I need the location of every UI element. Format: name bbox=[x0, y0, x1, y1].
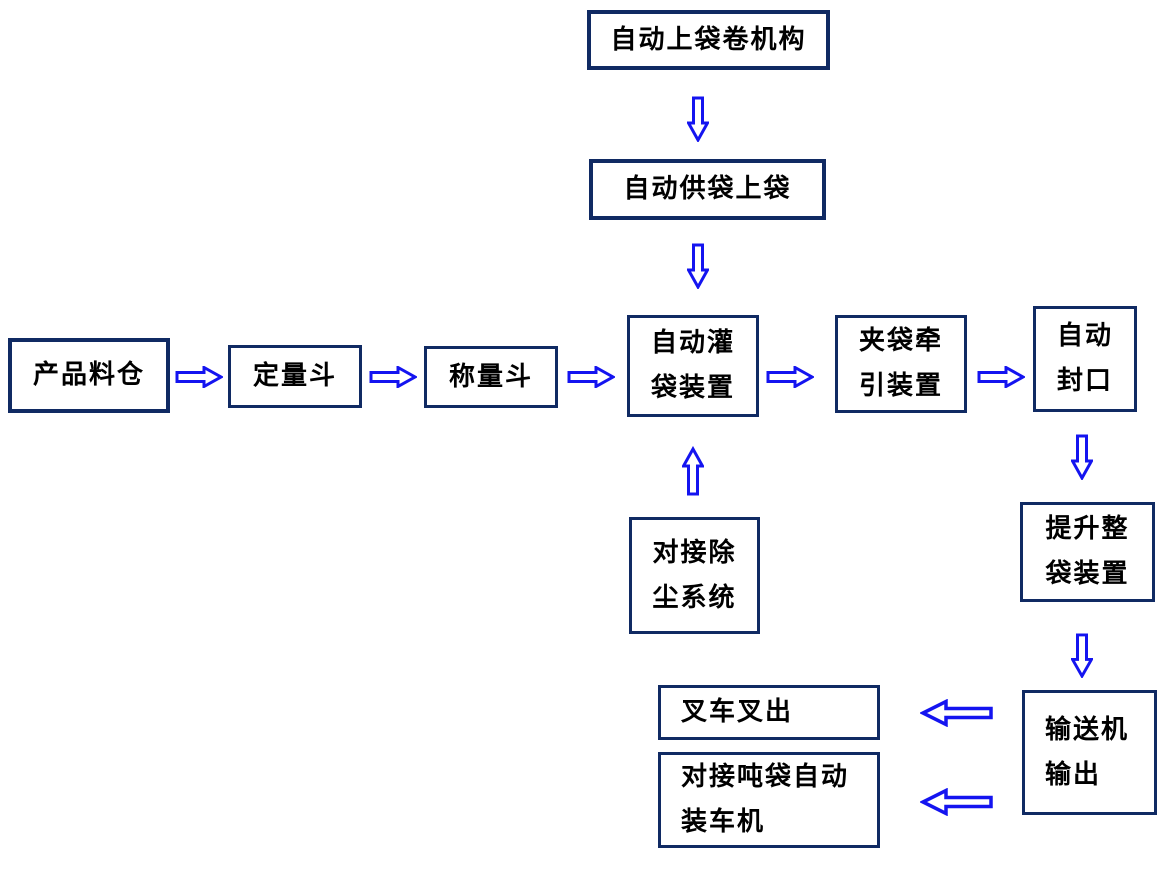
node-bag-clamp-traction: 夹袋牵 引装置 bbox=[835, 315, 967, 413]
node-ton-bag-truck-loader-label: 对接吨袋自动 装车机 bbox=[681, 762, 850, 837]
arrow-dust-removal-to-filling-device bbox=[682, 446, 704, 496]
node-product-silo-label: 产品料仓 bbox=[32, 360, 145, 390]
node-quantitative-hopper-label: 定量斗 bbox=[252, 361, 337, 391]
node-forklift-out: 叉车叉出 bbox=[658, 685, 880, 740]
node-ton-bag-truck-loader: 对接吨袋自动 装车机 bbox=[658, 752, 880, 848]
node-quantitative-hopper: 定量斗 bbox=[228, 345, 362, 408]
node-auto-filling-device-label: 自动灌 袋装置 bbox=[650, 328, 735, 403]
arrow-auto-sealing-to-lifting-device bbox=[1071, 434, 1093, 480]
arrow-bag-supply-to-filling-device bbox=[687, 243, 709, 289]
arrow-filling-device-to-clamp-traction bbox=[766, 366, 814, 388]
node-weighing-hopper-label: 称量斗 bbox=[448, 361, 533, 392]
node-bag-lifting-device: 提升整 袋装置 bbox=[1020, 502, 1155, 602]
node-dust-removal-system: 对接除 尘系统 bbox=[629, 517, 760, 634]
arrow-conveyor-output-to-ton-bag-loader bbox=[920, 788, 993, 816]
node-auto-filling-device: 自动灌 袋装置 bbox=[627, 315, 759, 417]
arrow-bag-roll-to-bag-supply bbox=[687, 96, 709, 142]
node-bag-supply-loading: 自动供袋上袋 bbox=[589, 159, 826, 220]
node-forklift-out-label: 叉车叉出 bbox=[681, 697, 794, 727]
node-bag-lifting-device-label: 提升整 袋装置 bbox=[1045, 514, 1130, 589]
node-conveyor-output-label: 输送机 输出 bbox=[1045, 714, 1130, 790]
arrow-product-silo-to-quantitative-hopper bbox=[175, 366, 223, 388]
node-weighing-hopper: 称量斗 bbox=[424, 346, 558, 408]
node-bag-roll-mechanism-label: 自动上袋卷机构 bbox=[610, 24, 807, 55]
node-bag-roll-mechanism: 自动上袋卷机构 bbox=[587, 10, 830, 70]
arrow-lifting-device-to-conveyor-output bbox=[1071, 633, 1093, 678]
node-bag-supply-loading-label: 自动供袋上袋 bbox=[623, 174, 792, 204]
arrow-conveyor-output-to-forklift-out bbox=[920, 699, 993, 727]
arrow-clamp-traction-to-auto-sealing bbox=[977, 366, 1025, 388]
arrow-quantitative-hopper-to-weighing-hopper bbox=[369, 366, 417, 388]
node-auto-sealing: 自动 封口 bbox=[1033, 306, 1137, 412]
node-dust-removal-system-label: 对接除 尘系统 bbox=[652, 537, 737, 613]
node-conveyor-output: 输送机 输出 bbox=[1022, 690, 1157, 815]
node-bag-clamp-traction-label: 夹袋牵 引装置 bbox=[858, 326, 943, 401]
node-auto-sealing-label: 自动 封口 bbox=[1056, 321, 1113, 396]
node-product-silo: 产品料仓 bbox=[8, 338, 170, 413]
arrow-weighing-hopper-to-filling-device bbox=[567, 366, 615, 388]
